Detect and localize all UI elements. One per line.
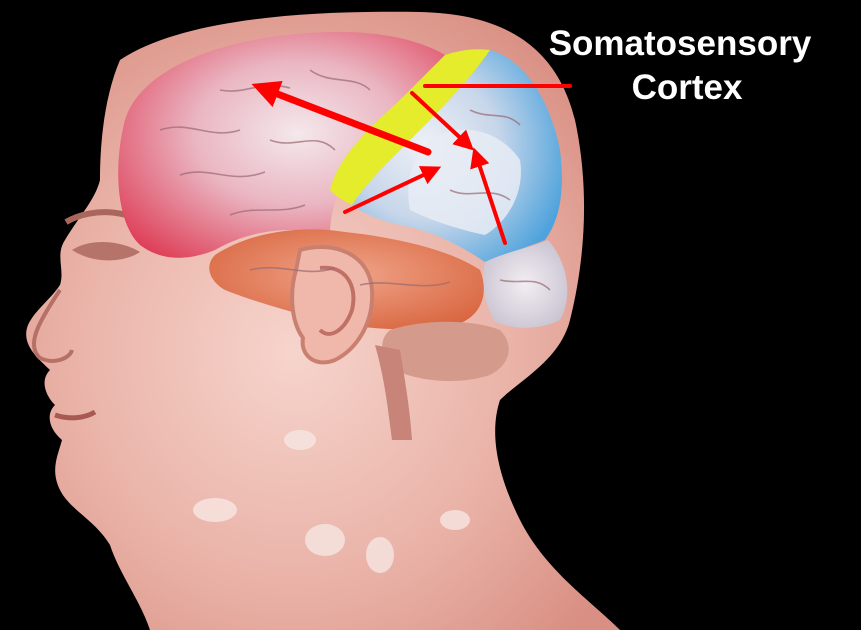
label-line-1: Somatosensory	[500, 22, 860, 66]
label-line-2: Cortex	[514, 66, 860, 110]
somatosensory-label: Somatosensory Cortex	[500, 22, 860, 110]
